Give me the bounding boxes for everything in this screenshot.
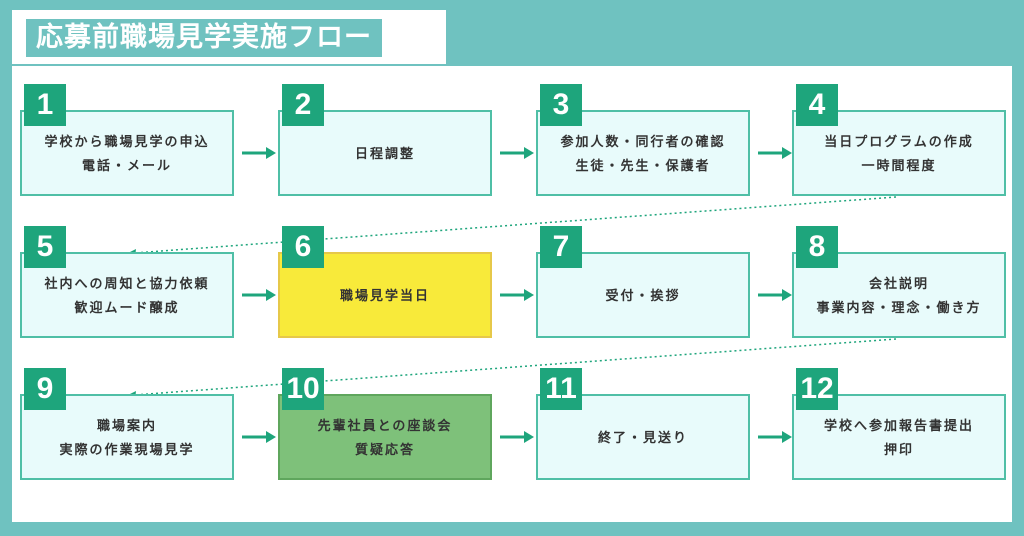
arrow-right-icon [758,431,792,443]
step-number-badge-5: 5 [24,226,66,268]
step-number-badge-10: 10 [282,368,324,410]
step-5-line-2: 歓迎ムード醸成 [74,301,180,316]
step-12-line-2: 押印 [883,443,914,458]
step-number-badge-4: 4 [796,84,838,126]
arrow-right-icon [758,147,792,159]
step-1-line-1: 学校から職場見学の申込 [44,135,210,150]
arrow-right-icon [500,147,534,159]
step-4-line-2: 一時間程度 [861,159,937,174]
step-11-line-1: 終了・見送り [597,431,688,446]
step-4-line-1: 当日プログラムの作成 [824,135,974,150]
step-12-line-1: 学校へ参加報告書提出 [823,419,974,434]
step-number-badge-2: 2 [282,84,324,126]
step-6-line-1: 職場見学当日 [339,289,430,304]
step-box-3: 参加人数・同行者の確認生徒・先生・保護者 [536,110,750,196]
arrow-right-icon [242,289,276,301]
step-number-badge-1: 1 [24,84,66,126]
step-8-line-1: 会社説明 [868,277,929,292]
arrow-right-icon [500,431,534,443]
step-2-line-1: 日程調整 [354,147,415,162]
step-3-line-1: 参加人数・同行者の確認 [560,135,726,150]
step-number-badge-11: 11 [540,368,582,410]
step-number-badge-9: 9 [24,368,66,410]
arrow-right-icon [242,431,276,443]
arrow-right-icon [758,289,792,301]
step-7-line-1: 受付・挨拶 [605,289,681,304]
step-number-badge-12: 12 [796,368,838,410]
step-8-line-2: 事業内容・理念・働き方 [816,301,982,316]
step-number-badge-8: 8 [796,226,838,268]
page-title: 応募前職場見学実施フロー [26,19,382,57]
step-5-line-1: 社内への周知と協力依頼 [44,277,210,292]
step-number-badge-7: 7 [540,226,582,268]
step-10-line-1: 先輩社員との座談会 [317,419,453,434]
step-number-badge-6: 6 [282,226,324,268]
step-1-line-2: 電話・メール [81,159,172,174]
row-connector-1 [133,196,897,254]
step-10-line-2: 質疑応答 [354,443,415,458]
arrow-right-icon [242,147,276,159]
row-connector-2 [133,338,897,396]
step-9-line-1: 職場案内 [96,419,157,434]
step-9-line-2: 実際の作業現場見学 [59,443,195,458]
title-tab: 応募前職場見学実施フロー [12,10,446,64]
arrow-right-icon [500,289,534,301]
step-number-badge-3: 3 [540,84,582,126]
step-3-line-2: 生徒・先生・保護者 [575,159,711,174]
